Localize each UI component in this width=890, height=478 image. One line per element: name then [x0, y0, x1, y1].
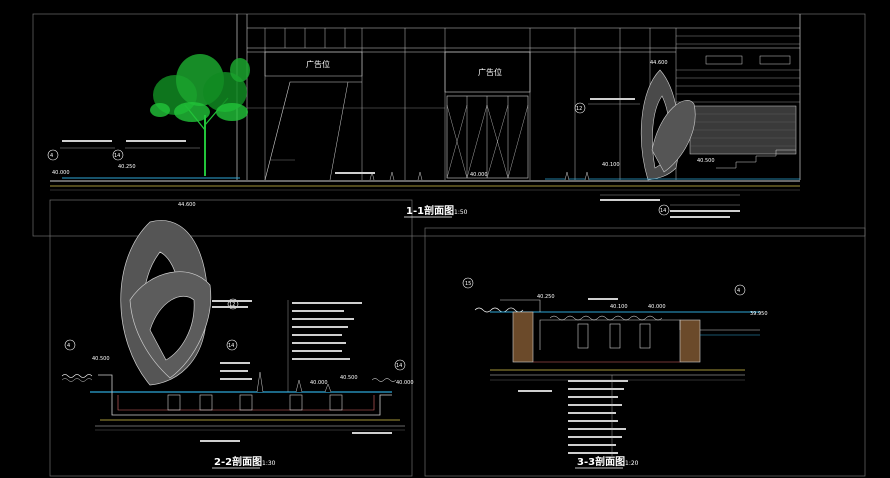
elev-10: 40.500 — [340, 375, 358, 381]
frame-section-1 — [32, 13, 866, 237]
section-2-scale: 1:30 — [262, 460, 276, 467]
marker-4: 14 — [658, 204, 670, 216]
elev-4: 40.100 — [602, 162, 620, 168]
elev-11: 40.000 — [396, 380, 414, 386]
elev-2: 40.250 — [118, 164, 136, 170]
elev-3: 40.000 — [470, 172, 488, 178]
svg-text:14: 14 — [396, 363, 402, 369]
elev-7: 44.600 — [178, 202, 196, 208]
section-2-title: 2-2剖面图 — [214, 455, 262, 468]
section-3-3: 15 4 — [462, 277, 768, 469]
elev-5: 40.500 — [697, 158, 715, 164]
elev-13: 40.100 — [610, 304, 628, 310]
frame-section-3 — [424, 227, 866, 477]
elev-9: 40.000 — [310, 380, 328, 386]
svg-text:12: 12 — [229, 302, 235, 308]
frame-section-2 — [49, 199, 413, 477]
section-1-title: 1-1剖面图 — [406, 204, 454, 217]
marker-2: 14 — [112, 149, 124, 161]
marker-8: 14 — [394, 359, 406, 371]
marker-5: 4 — [64, 339, 76, 351]
elev-12: 40.250 — [537, 294, 555, 300]
marker-1: 4 — [47, 149, 59, 161]
elev-1: 40.000 — [52, 170, 70, 176]
elev-14: 40.000 — [648, 304, 666, 310]
svg-text:14: 14 — [660, 208, 666, 214]
svg-text:14: 14 — [114, 153, 120, 159]
marker-3: 12 — [574, 102, 586, 114]
svg-text:4: 4 — [67, 343, 70, 349]
section-1-1: 广告位 广告位 — [47, 14, 801, 218]
svg-text:4: 4 — [737, 288, 740, 294]
marker-10: 4 — [734, 284, 746, 296]
section-2-2: 44.600 4 14 — [61, 202, 414, 469]
tree-illustration — [150, 54, 250, 176]
marker-6: 14 — [226, 339, 238, 351]
ad-label-1: 广告位 — [306, 59, 330, 69]
sculpture-large — [120, 220, 212, 386]
elev-15: 39.950 — [750, 311, 768, 317]
section-3-scale: 1:20 — [625, 460, 639, 467]
section-3-title: 3-3剖面图 — [577, 455, 625, 468]
section-1-scale: 1:50 — [454, 209, 468, 216]
elev-8: 40.500 — [92, 356, 110, 362]
svg-text:14: 14 — [228, 343, 234, 349]
marker-9: 15 — [462, 277, 474, 289]
marker-7: 12 — [227, 298, 239, 310]
svg-text:15: 15 — [465, 281, 471, 287]
sculpture-small — [640, 69, 696, 181]
elev-6: 44.600 — [650, 60, 668, 66]
svg-text:4: 4 — [50, 153, 53, 159]
svg-text:12: 12 — [576, 106, 582, 112]
ad-label-2: 广告位 — [478, 67, 502, 77]
